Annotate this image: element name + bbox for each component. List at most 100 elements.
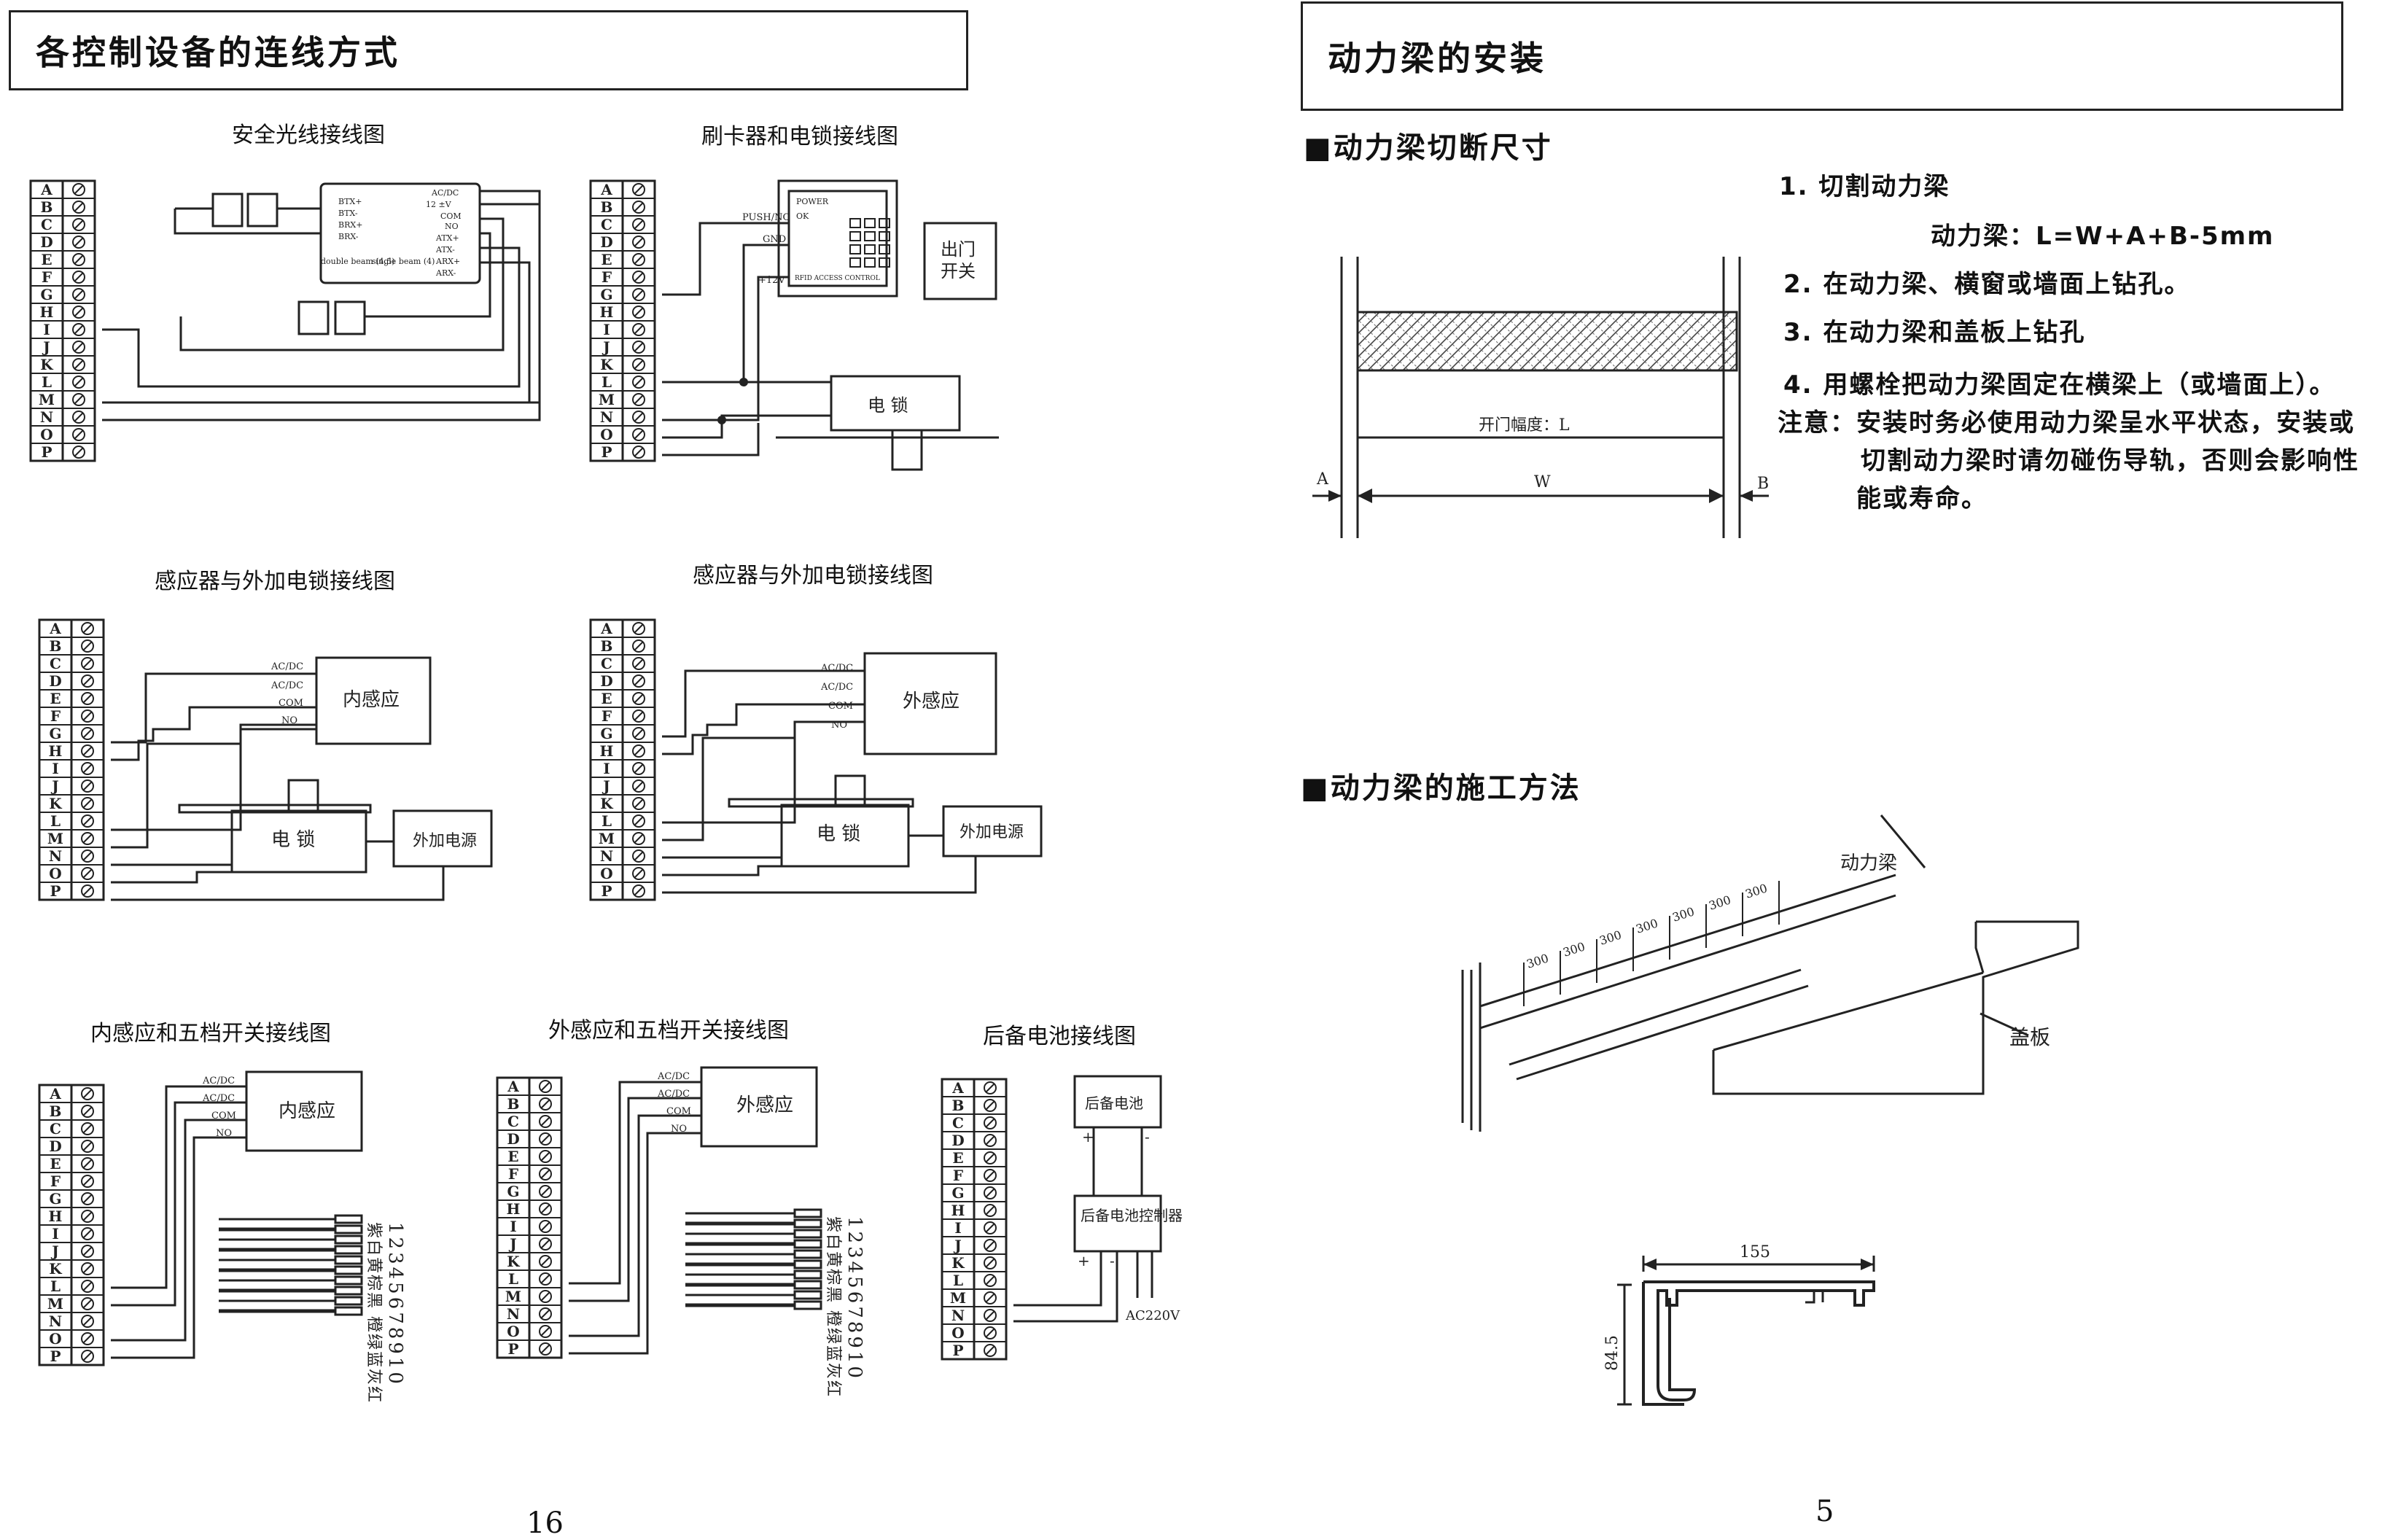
terminal-screw-icon [81, 1175, 94, 1188]
terminal-screw-icon [539, 1132, 552, 1146]
exit-switch-label-1: 出门 [941, 239, 976, 260]
card-label-push: PUSH/NO [742, 212, 790, 223]
terminal-screw-icon [81, 1227, 94, 1240]
controller-minus: - [1110, 1252, 1115, 1269]
svg-text:12 ±V: 12 ±V [426, 200, 452, 209]
w-label: W [1534, 473, 1551, 491]
step-4: 4. 用螺栓把动力梁固定在横梁上（或墙面上）。 [1783, 370, 2336, 400]
terminal-screw-icon [539, 1115, 552, 1128]
terminal-label: L [602, 373, 612, 391]
terminal-screw-icon [539, 1325, 552, 1338]
terminal-screw-icon [632, 253, 645, 266]
terminal-label: K [600, 356, 613, 373]
outer-lock-lock: 电 锁 [817, 823, 860, 845]
inner-switch-wiring: AC/DC AC/DC COM NO 内感应 12345678910 紫白黄棕黑… [111, 1070, 406, 1404]
terminal-label: H [600, 742, 614, 760]
terminal-screw-icon [984, 1326, 997, 1339]
terminal-label: M [505, 1288, 521, 1305]
terminal-label: B [41, 198, 53, 216]
terminal-label: B [952, 1097, 965, 1114]
terminal-label: J [50, 1242, 58, 1260]
terminal-label: O [49, 865, 61, 882]
terminal-screw-icon [632, 358, 645, 371]
terminal-label: B [50, 1102, 62, 1120]
terminal-label: P [601, 882, 612, 900]
diagram-title-outer-switch: 外感应和五档开关接线图 [548, 1018, 789, 1043]
step-2: 2. 在动力梁、横窗或墙面上钻孔。 [1783, 270, 2191, 299]
diagram-title-battery: 后备电池接线图 [983, 1024, 1136, 1049]
terminal-label: D [49, 672, 61, 690]
terminal-label: J [508, 1235, 516, 1253]
terminal-screw-icon [72, 323, 85, 336]
battery-controller-label: 后备电池控制器 [1081, 1207, 1183, 1224]
note-3: 能或寿命。 [1856, 484, 1988, 513]
inner-switch-pin-3: NO [216, 1128, 232, 1139]
terminal-label: M [47, 830, 63, 847]
outer-lock-pin-3: NO [831, 720, 847, 731]
diagram-title-card: 刷卡器和电锁接线图 [701, 124, 898, 149]
terminal-label: F [42, 268, 52, 286]
terminal-screw-icon [539, 1307, 552, 1321]
right-page-title: 动力梁的安装 [1328, 39, 1546, 78]
connector-pin [334, 1265, 363, 1275]
connector-pin [334, 1224, 363, 1234]
terminal-label: N [600, 847, 613, 865]
terminal-label: G [507, 1183, 519, 1200]
terminal-label: G [951, 1184, 964, 1202]
terminal-screw-icon [984, 1274, 997, 1287]
terminal-screw-icon [72, 358, 85, 371]
inner-lock-lock: 电 锁 [271, 829, 315, 851]
inner-switch-pin-2: COM [211, 1111, 236, 1121]
terminal-screw-icon [632, 622, 645, 635]
step-3: 3. 在动力梁和盖板上钻孔 [1783, 318, 2086, 347]
section-cut-size: ■动力梁切断尺寸 [1304, 131, 1553, 165]
terminal-label: B [601, 198, 613, 216]
terminal-label: E [601, 690, 612, 707]
terminal-screw-icon [72, 306, 85, 319]
ac220v-label: AC220V [1125, 1308, 1180, 1323]
terminal-label: N [600, 408, 613, 426]
terminal-label: E [952, 1149, 963, 1167]
terminal-label: G [600, 725, 612, 742]
terminal-screw-icon [984, 1134, 997, 1147]
battery-label: 后备电池 [1085, 1094, 1143, 1112]
terminal-screw-icon [81, 1280, 94, 1293]
inner-switch-sensor: 内感应 [279, 1100, 335, 1122]
terminal-label: K [507, 1253, 520, 1270]
terminal-screw-icon [984, 1116, 997, 1129]
terminal-screw-icon [984, 1151, 997, 1164]
terminal-label: H [40, 303, 54, 321]
terminal-label: L [50, 1278, 61, 1295]
connector-pin [793, 1249, 822, 1259]
svg-text:single beam (4): single beam (4) [372, 257, 435, 266]
outer-lock-pin-1: AC/DC [820, 682, 853, 693]
card-label-rfid: RFID ACCESS CONTROL [795, 275, 880, 282]
terminal-screw-icon [539, 1220, 552, 1233]
terminal-screw-icon [81, 1192, 94, 1205]
terminal-screw-icon [984, 1099, 997, 1112]
terminal-label: C [952, 1114, 964, 1132]
terminal-screw-icon [632, 692, 645, 705]
terminal-screw-icon [81, 832, 94, 845]
terminal-label: C [601, 655, 612, 672]
terminal-screw-icon [632, 411, 645, 424]
terminal-screw-icon [632, 218, 645, 231]
terminal-label: F [508, 1165, 518, 1183]
svg-text:BTX+: BTX+ [338, 197, 362, 206]
connector-pin [334, 1245, 363, 1255]
terminal-screw-icon [539, 1150, 552, 1163]
terminal-screw-icon [539, 1080, 552, 1093]
terminal-screw-icon [632, 323, 645, 336]
terminal-screw-icon [539, 1255, 552, 1268]
svg-text:ATX-: ATX- [435, 245, 455, 254]
terminal-screw-icon [81, 1315, 94, 1328]
controller-plus: + [1078, 1252, 1090, 1269]
terminal-screw-icon [632, 832, 645, 845]
terminal-screw-icon [539, 1290, 552, 1303]
left-title-box: 各控制设备的连线方式 [9, 10, 968, 90]
terminal-label: E [50, 690, 61, 707]
terminal-screw-icon [984, 1239, 997, 1252]
